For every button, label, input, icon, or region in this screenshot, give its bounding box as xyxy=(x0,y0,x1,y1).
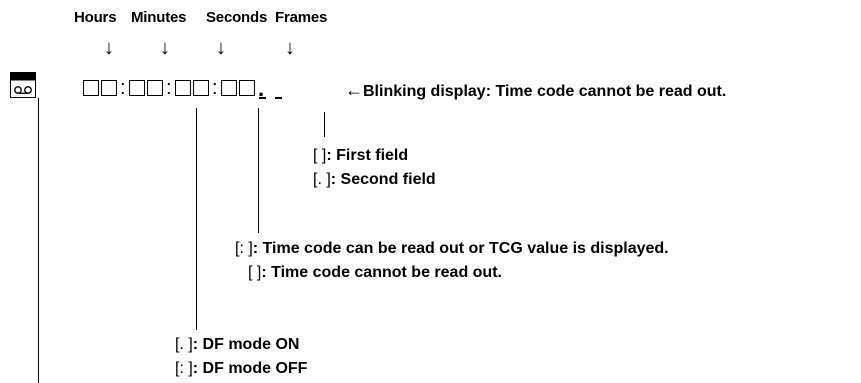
separator-4: . xyxy=(258,76,265,101)
read-leader-line xyxy=(258,108,259,233)
seconds-digit-2 xyxy=(193,80,209,96)
separator-3: : xyxy=(212,77,218,99)
left-arrow-icon: ← xyxy=(345,80,363,100)
df-note-off: [: ]: DF mode OFF xyxy=(175,360,308,377)
seconds-digit-1 xyxy=(175,80,191,96)
field-note-second: [. ]: Second field xyxy=(313,171,436,188)
header-hours: Hours xyxy=(74,9,117,26)
minutes-digit-2 xyxy=(147,80,163,96)
field-note-first: [ ]: First field xyxy=(313,147,409,164)
arrow-down-frames-icon: ↓ xyxy=(285,37,295,59)
hours-digit-2 xyxy=(101,80,117,96)
field-underscore xyxy=(259,97,266,99)
separator-2: : xyxy=(166,77,172,99)
hours-digit-1 xyxy=(83,80,99,96)
arrow-down-hours-icon: ↓ xyxy=(104,37,114,59)
blink-message: Blinking display: Time code cannot be re… xyxy=(363,83,727,100)
header-minutes: Minutes xyxy=(131,9,187,26)
frames-digit-2 xyxy=(239,80,255,96)
frames-digit-1 xyxy=(221,80,237,96)
tape-leader-line xyxy=(38,98,39,383)
df-leader-line xyxy=(196,108,197,330)
separator-1: : xyxy=(120,77,126,99)
header-seconds: Seconds xyxy=(206,9,268,26)
field-leader-line xyxy=(324,112,325,137)
header-frames: Frames xyxy=(275,9,328,26)
blink-underscore xyxy=(275,97,282,99)
blink-message-row: ←Blinking display: Time code cannot be r… xyxy=(345,80,726,101)
arrow-down-minutes-icon: ↓ xyxy=(160,37,170,59)
arrow-down-seconds-icon: ↓ xyxy=(216,37,226,59)
tape-icon xyxy=(10,72,36,103)
read-note-readable: [: ]: Time code can be read out or TCG v… xyxy=(235,240,669,257)
minutes-digit-1 xyxy=(129,80,145,96)
read-note-unreadable: [ ]: Time code cannot be read out. xyxy=(248,264,502,281)
df-note-on: [. ]: DF mode ON xyxy=(175,336,300,353)
